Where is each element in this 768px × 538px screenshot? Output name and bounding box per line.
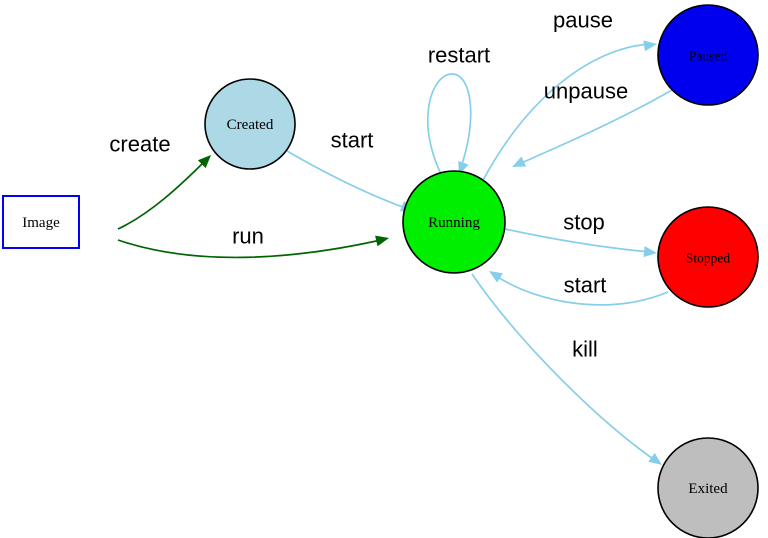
edge-label-run: run — [232, 224, 264, 249]
node-exited[interactable]: Exited — [657, 437, 759, 538]
arrowhead-unpause — [512, 156, 527, 167]
node-running[interactable]: Running — [402, 170, 506, 274]
edge-label-create: create — [109, 132, 170, 157]
edge-label-restart: restart — [428, 43, 490, 68]
edge-run — [117, 235, 389, 259]
node-image[interactable]: Image — [2, 195, 80, 249]
edge-restart — [427, 73, 472, 175]
node-created[interactable]: Created — [204, 78, 296, 170]
edge-unpause — [512, 89, 673, 167]
edges-layer — [117, 40, 673, 465]
edge-label-kill: kill — [572, 337, 598, 362]
edge-kill — [471, 273, 662, 465]
node-shape-paused[interactable] — [657, 4, 759, 106]
node-shape-exited[interactable] — [657, 437, 759, 538]
arrowhead-start-stopped — [489, 271, 503, 283]
edge-path-start-created — [286, 150, 409, 210]
edge-path-unpause — [518, 89, 673, 165]
arrowhead-kill — [648, 452, 662, 465]
edge-path-start-stopped — [495, 275, 669, 306]
edge-path-kill — [471, 273, 657, 462]
edge-path-create — [117, 159, 207, 230]
node-shape-stopped[interactable] — [657, 206, 759, 308]
arrowhead-stop — [643, 246, 657, 258]
edge-label-unpause: unpause — [544, 79, 628, 104]
node-shape-running[interactable] — [402, 170, 506, 274]
edge-label-pause: pause — [553, 8, 613, 33]
edge-create — [117, 155, 211, 230]
edge-label-stop: stop — [563, 210, 605, 235]
node-stopped[interactable]: Stopped — [657, 206, 759, 308]
edge-stop — [504, 228, 657, 258]
edge-path-stop — [504, 228, 651, 253]
edge-path-run — [117, 239, 382, 259]
edge-label-start-created: start — [331, 128, 374, 153]
arrowhead-pause — [643, 40, 657, 52]
edge-labels-layer: create run start restart pause unpause stop sta… — [109, 8, 628, 362]
edge-start-stopped — [489, 271, 669, 306]
node-paused[interactable]: Paused — [657, 4, 759, 106]
edge-path-pause — [481, 43, 651, 183]
arrowhead-run — [375, 235, 389, 247]
edge-start-created — [286, 150, 414, 212]
node-shape-created[interactable] — [204, 78, 296, 170]
node-shape-image[interactable] — [2, 195, 80, 249]
edge-label-start-stopped: start — [564, 273, 607, 298]
edge-pause — [481, 40, 657, 183]
edge-path-restart — [427, 73, 472, 175]
arrowhead-create — [197, 155, 211, 169]
